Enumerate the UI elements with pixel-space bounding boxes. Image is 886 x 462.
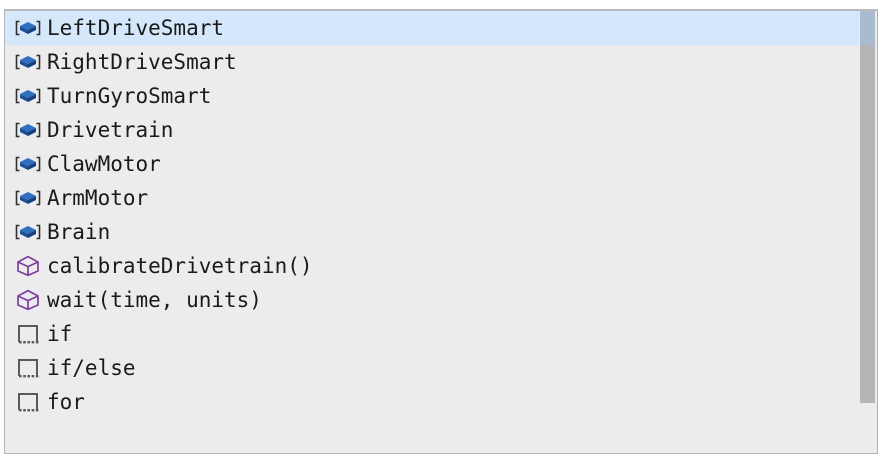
palette-item-turngyrosmart[interactable]: TurnGyroSmart <box>5 79 877 113</box>
palette-item-label: for <box>47 390 85 414</box>
palette-item-label: Drivetrain <box>47 118 174 142</box>
palette-item-rightdrivesmart[interactable]: RightDriveSmart <box>5 45 877 79</box>
scrollbar-thumb-highlight <box>860 11 875 45</box>
cube-wire-icon <box>15 255 41 277</box>
palette-item-label: if/else <box>47 356 136 380</box>
palette-item-leftdrivesmart[interactable]: LeftDriveSmart <box>5 11 877 45</box>
device-box-icon <box>15 153 41 175</box>
device-box-icon <box>15 51 41 73</box>
palette-item-for[interactable]: for <box>5 385 877 419</box>
palette-item-label: LeftDriveSmart <box>47 16 225 40</box>
palette-item-label: wait(time, units) <box>47 288 262 312</box>
palette-scrollbar-thumb[interactable] <box>860 11 875 403</box>
palette-item-label: ArmMotor <box>47 186 149 210</box>
palette-item-wait-time-units[interactable]: wait(time, units) <box>5 283 877 317</box>
device-box-icon <box>15 17 41 39</box>
palette-item-label: RightDriveSmart <box>47 50 237 74</box>
palette-item-calibratedrivetrain[interactable]: calibrateDrivetrain() <box>5 249 877 283</box>
device-box-icon <box>15 85 41 107</box>
code-block-icon <box>15 357 41 379</box>
device-box-icon <box>15 221 41 243</box>
palette-item-label: if <box>47 322 73 346</box>
palette-item-armmotor[interactable]: ArmMotor <box>5 181 877 215</box>
code-block-icon <box>15 391 41 413</box>
palette-item-clawmotor[interactable]: ClawMotor <box>5 147 877 181</box>
palette-item-drivetrain[interactable]: Drivetrain <box>5 113 877 147</box>
palette-scrollbar[interactable] <box>859 11 877 453</box>
palette-item-label: Brain <box>47 220 111 244</box>
device-box-icon <box>15 119 41 141</box>
palette-item-label: TurnGyroSmart <box>47 84 212 108</box>
palette-item-if-else[interactable]: if/else <box>5 351 877 385</box>
device-box-icon <box>15 187 41 209</box>
cube-wire-icon <box>15 289 41 311</box>
palette-item-brain[interactable]: Brain <box>5 215 877 249</box>
palette-item-if[interactable]: if <box>5 317 877 351</box>
palette-item-label: calibrateDrivetrain() <box>47 254 313 278</box>
palette-item-label: ClawMotor <box>47 152 161 176</box>
code-block-icon <box>15 323 41 345</box>
